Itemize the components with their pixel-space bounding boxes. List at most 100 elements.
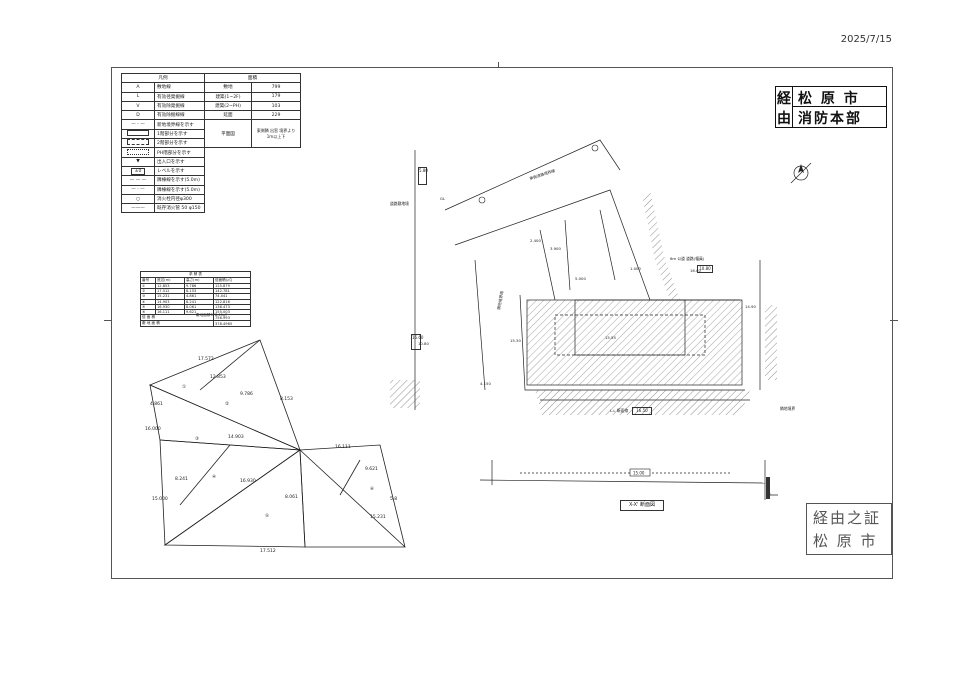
- wall-hatch: [765, 305, 777, 380]
- stamp-left-top: 経: [777, 91, 791, 107]
- stamp-right-bottom: 消防本部: [798, 111, 862, 127]
- dimension-label: 17.572: [198, 356, 214, 362]
- site-label: 隣地境界: [780, 406, 795, 411]
- section-hatch: [390, 380, 420, 408]
- triangle-diagonal: [299, 449, 406, 548]
- legend-text: 既存消火管 50 φ150: [154, 203, 205, 214]
- level-box: [629, 468, 651, 477]
- margin-tick: [498, 62, 499, 68]
- legend-symbol: ▼: [121, 156, 155, 167]
- dimension-label: 17.512: [260, 548, 276, 554]
- legend-text: 出入口を示す: [154, 156, 205, 167]
- dimension-label: 2.400: [530, 238, 541, 243]
- seal-line1: 経由之証: [813, 509, 882, 527]
- level-label: 10.80: [418, 341, 429, 346]
- legend-symbol: V: [121, 100, 155, 112]
- level-box: 16.60: [411, 334, 423, 350]
- legend-text: レベルを示す: [154, 165, 205, 177]
- triangle-number: ②: [225, 401, 229, 407]
- margin-tick: [104, 320, 112, 321]
- stamp-left-bottom: 由: [777, 111, 791, 127]
- site-label: 隣地境界線: [496, 290, 504, 310]
- area-label: 建築(2~PH): [204, 100, 252, 112]
- height-line: [179, 444, 231, 506]
- dimension-label: 15.231: [370, 514, 386, 520]
- margin-tick: [890, 320, 898, 321]
- area-footnote: 敷地面積378.49㎡: [196, 313, 227, 317]
- height-line: [199, 339, 261, 391]
- legend-text: 有効除発掘線: [154, 100, 205, 112]
- dimension-label: 9.786: [240, 391, 253, 397]
- level-label: 15.30: [510, 338, 521, 343]
- road-hatch: [535, 390, 750, 415]
- level-label: 15.55: [605, 335, 616, 340]
- legend-title-right: 面積: [204, 72, 301, 84]
- level-box: 5.80: [418, 167, 428, 185]
- level-label: 15.00: [633, 471, 645, 476]
- site-label: L-L 断面線: [610, 408, 628, 413]
- dimension-label: 8.153: [280, 396, 293, 402]
- interior-line: [539, 229, 556, 301]
- level-label: 16.00: [690, 268, 701, 273]
- dimension-label: 9.621: [365, 466, 378, 472]
- legend-symbol: D: [121, 110, 155, 121]
- legend-text: 消火栓内径φ300: [154, 193, 205, 205]
- print-date: 2025/7/15: [840, 34, 892, 45]
- site-label: 道路敷地境: [390, 201, 409, 206]
- level-box: 16.50: [632, 407, 652, 415]
- ground-line: [480, 479, 766, 484]
- legend-symbol-box: [121, 147, 155, 158]
- site-boundary: [454, 189, 740, 301]
- area-label: 敷地: [204, 82, 252, 93]
- triangle-number: ①: [182, 384, 186, 390]
- dimension-label: 3.900: [550, 246, 561, 251]
- dimension-label: 4.150: [480, 381, 491, 386]
- note-text: 東側隣 出窓 境界より 1m以上下: [251, 119, 301, 149]
- boundary-line: [474, 259, 486, 391]
- dimension-label: 16.000: [145, 426, 161, 432]
- legend-text: 新地境界線を示す: [154, 119, 205, 130]
- site-label: 6m 公道 道路(幅員): [670, 256, 705, 261]
- dimension-label: 16.111: [335, 444, 351, 450]
- section-title: X-X' 断面図: [620, 500, 664, 511]
- fire-dept-stamp: 経 由 松 原 市 消防本部: [775, 86, 887, 128]
- site-label: 東側道路境界線: [529, 168, 556, 181]
- dimension-label: 14.903: [228, 434, 244, 440]
- seal-line2: 松 原 市: [813, 532, 878, 550]
- area-label: 建築(1~2F): [204, 91, 252, 102]
- dimension-label: 5.000: [575, 276, 586, 281]
- level-label: GL: [440, 196, 446, 201]
- legend-text: 隣棟線を示す(5.0m): [154, 175, 205, 186]
- legend-text: 1階部分を示す: [154, 128, 205, 140]
- legend-symbol-line: — — —: [121, 175, 155, 186]
- legend-table: 凡例 面積 A 敷地線 敷地 799 L 有効径発掘線 建築(1~2F) 179…: [121, 72, 301, 214]
- triangle-outline: [149, 384, 301, 451]
- north-arrow-icon: [790, 162, 812, 184]
- dimension-label: 5.8: [390, 496, 397, 502]
- dimension-label: 1.000: [630, 266, 641, 271]
- hydrant-icon: [478, 196, 486, 204]
- interior-line: [599, 209, 616, 281]
- legend-symbol-box: [121, 128, 155, 140]
- height-line: [339, 459, 361, 496]
- area-value: 799: [251, 82, 301, 93]
- legend-text: 有効径発掘線: [154, 91, 205, 102]
- building-hatch: [527, 300, 742, 385]
- level-box: 10.80: [697, 265, 713, 273]
- dimension-label: 4.861: [150, 401, 163, 407]
- triangle-outline: [163, 449, 306, 548]
- legend-title-left: 凡例: [121, 72, 205, 84]
- legend-text: 有効除掘線線: [154, 110, 205, 121]
- triangle-number: ③: [195, 436, 199, 442]
- legend-symbol: L: [121, 91, 155, 102]
- dimension-label: 16.930: [240, 478, 256, 484]
- legend-text: 敷地線: [154, 82, 205, 93]
- dimension-label: 8.241: [175, 476, 188, 482]
- official-seal: 経由之証 松 原 市: [806, 503, 892, 555]
- triangle-number: ④: [212, 474, 216, 480]
- section-view: 15.00: [480, 460, 778, 500]
- dimension-label: 15.000: [152, 496, 168, 502]
- legend-symbol-line: — - —: [121, 119, 155, 130]
